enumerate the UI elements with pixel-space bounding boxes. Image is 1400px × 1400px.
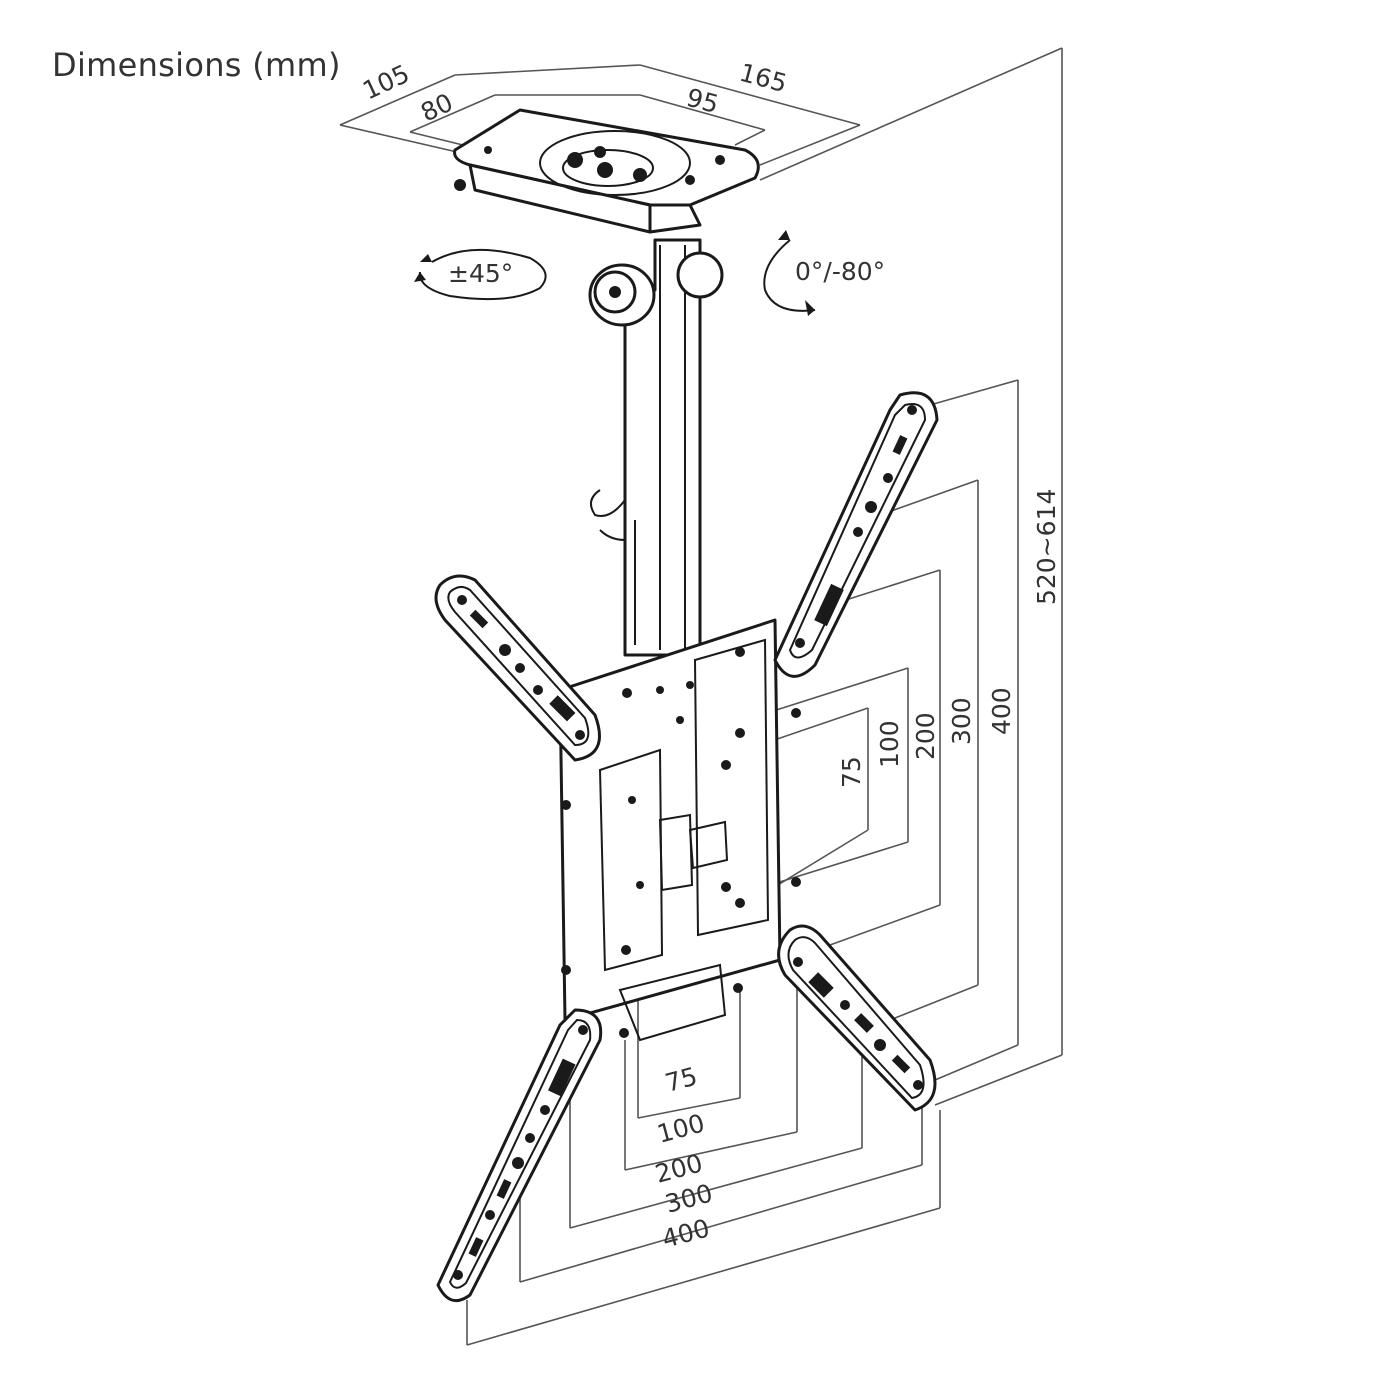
plate-width-inner-label: 95 bbox=[683, 83, 721, 119]
swivel-angle-label: ±45° bbox=[448, 259, 513, 288]
arm-upper-right bbox=[773, 391, 939, 678]
vesa-horizontal-100-label: 100 bbox=[654, 1108, 708, 1148]
ceiling-plate bbox=[453, 108, 760, 234]
tilt-angle-label: 0°/-80° bbox=[795, 257, 885, 286]
dimension-lines bbox=[339, 47, 1063, 1346]
extension-pole bbox=[588, 238, 724, 657]
plate-depth-inner-label: 80 bbox=[416, 88, 457, 128]
vesa-vertical-200-label: 200 bbox=[911, 712, 940, 760]
vesa-horizontal-400-label: 400 bbox=[659, 1213, 713, 1253]
vesa-vertical-75-label: 75 bbox=[837, 756, 866, 788]
vesa-vertical-300-label: 300 bbox=[947, 697, 976, 745]
plate-depth-outer-label: 105 bbox=[358, 59, 414, 105]
arm-upper-left bbox=[434, 574, 601, 762]
arm-lower-left bbox=[436, 1008, 603, 1303]
swivel-arrow-icon bbox=[414, 248, 547, 301]
plate-width-outer-label: 165 bbox=[736, 58, 790, 98]
vesa-horizontal-75-label: 75 bbox=[662, 1062, 700, 1098]
height-range-label: 520~614 bbox=[1032, 489, 1061, 605]
vesa-plate bbox=[558, 618, 801, 1042]
arm-lower-right bbox=[777, 924, 937, 1112]
vesa-vertical-100-label: 100 bbox=[875, 720, 904, 768]
diagram-title: Dimensions (mm) bbox=[52, 46, 341, 84]
tilt-arrow-icon bbox=[763, 230, 816, 316]
vesa-vertical-400-label: 400 bbox=[987, 687, 1016, 735]
